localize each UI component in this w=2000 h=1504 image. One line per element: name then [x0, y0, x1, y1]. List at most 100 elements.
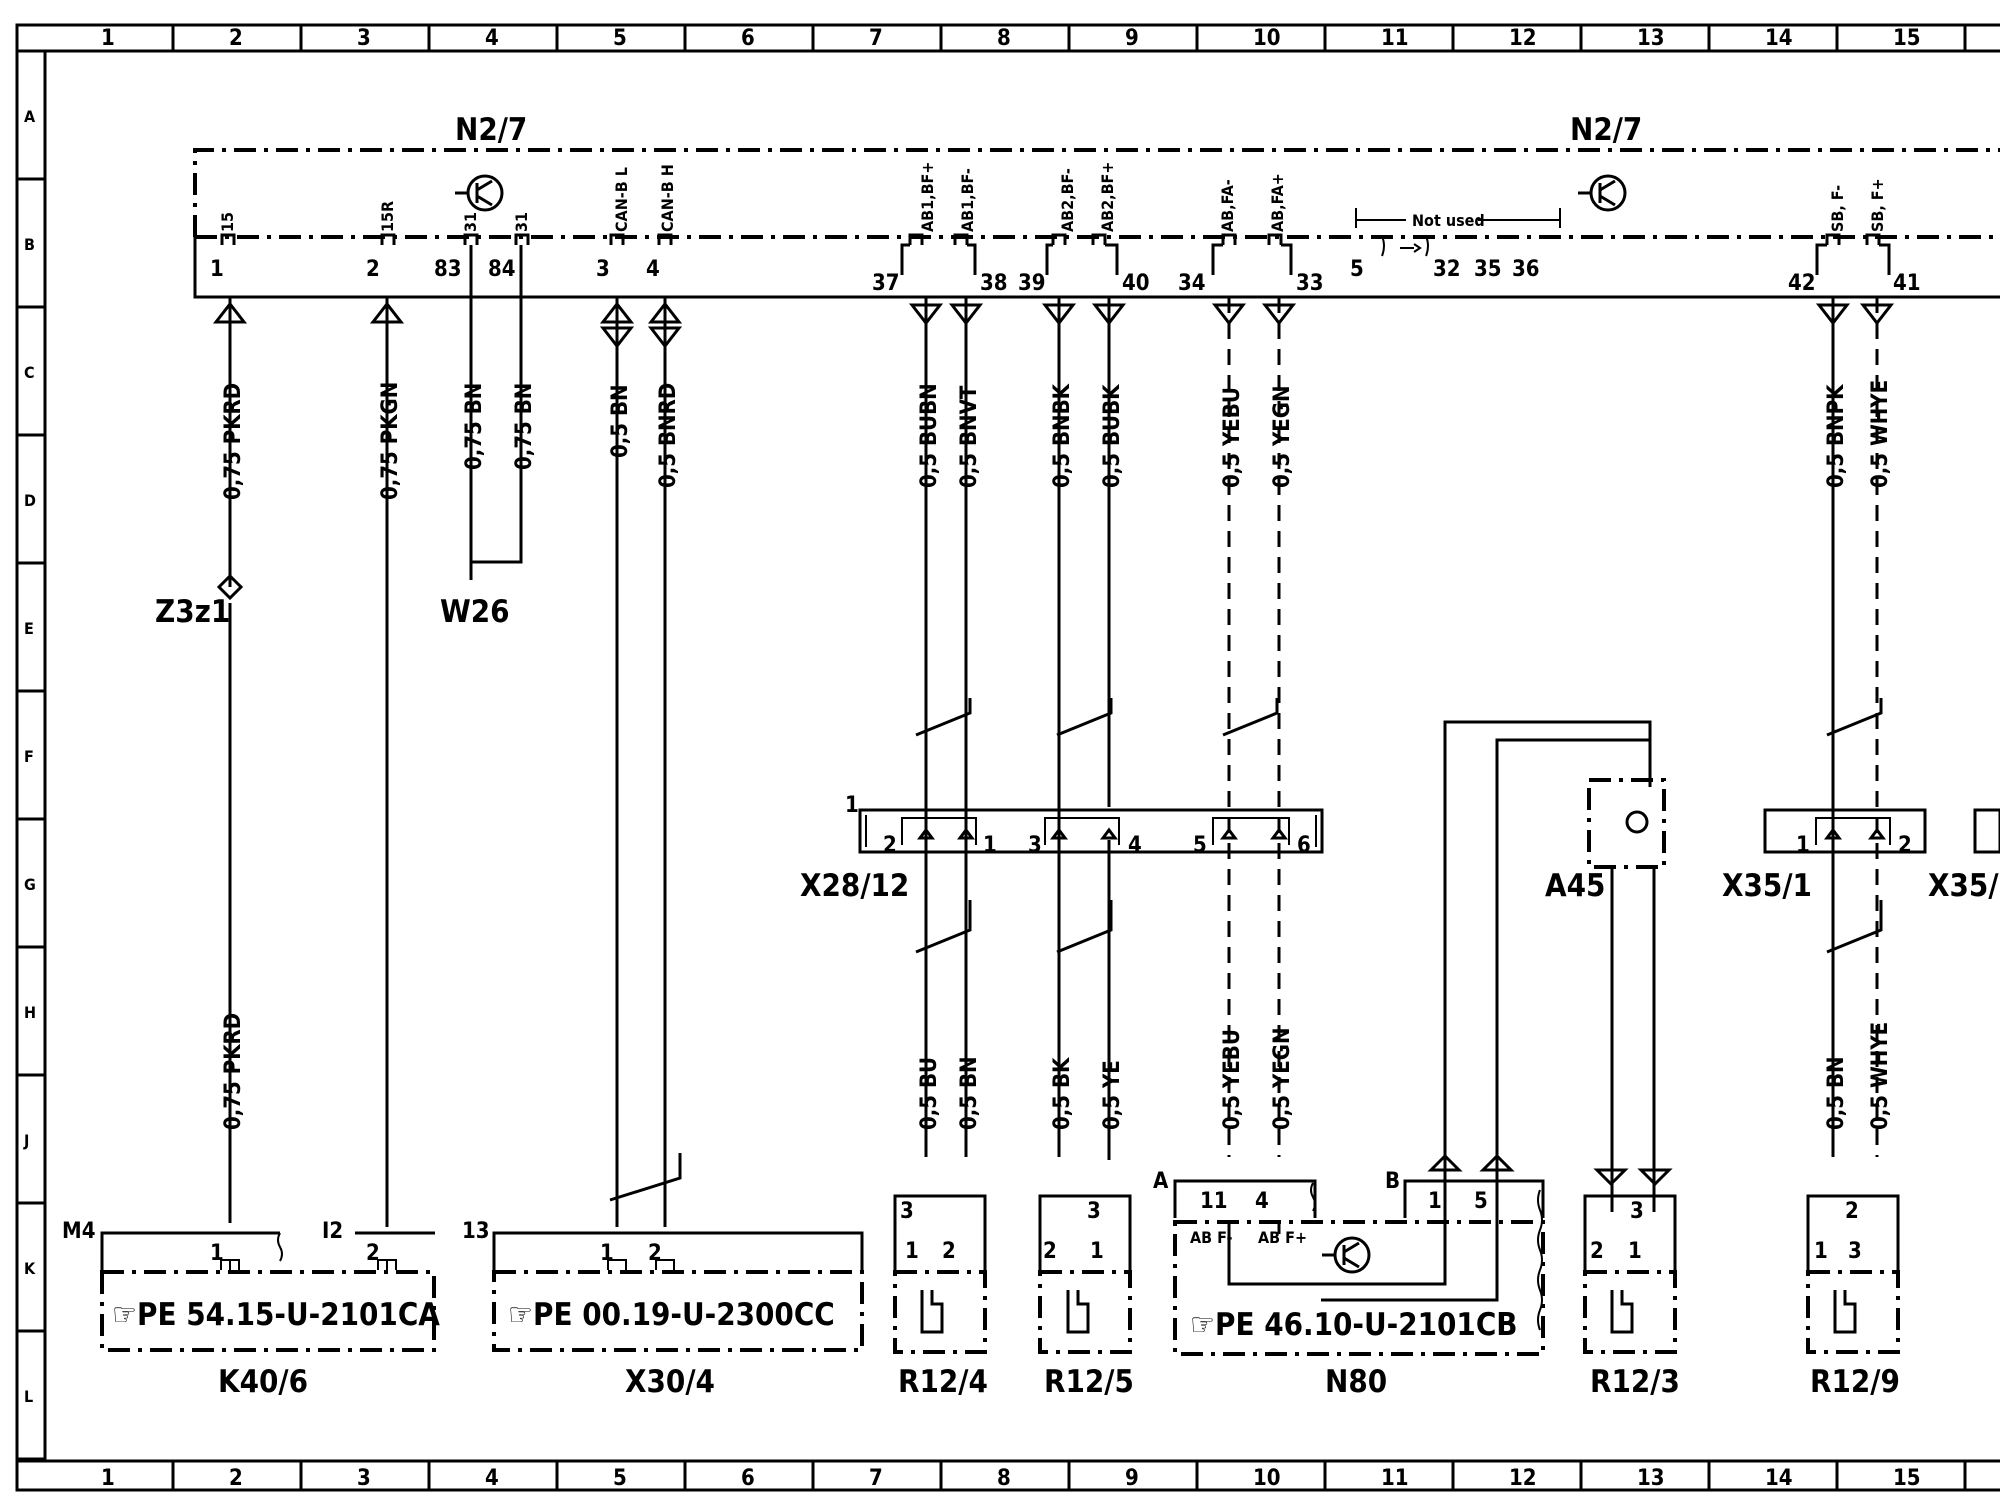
component-k40-6: K40/6 — [218, 1364, 308, 1400]
connector-pin: 1 — [845, 793, 859, 818]
component-x28-12: X28/12 — [800, 868, 909, 904]
splice-icon — [216, 573, 244, 601]
column-label: 9 — [1125, 1466, 1139, 1491]
pin-number: 41 — [1893, 271, 1921, 296]
column-label: 11 — [1381, 1466, 1409, 1491]
pin-number: 83 — [434, 257, 462, 282]
pin-number: 39 — [1018, 271, 1046, 296]
transistor-icon — [1322, 1236, 1371, 1274]
component-a45: A45 — [1545, 868, 1605, 904]
connector-pin: 4 — [1128, 833, 1142, 858]
component-r12-4-block: R12/4 3 1 2 — [893, 1194, 988, 1400]
connector-pin: 5 — [1474, 1189, 1488, 1214]
pin-number: 38 — [980, 271, 1008, 296]
pin-number: 42 — [1788, 271, 1816, 296]
pin-name-abfam: AB,FA- — [1218, 179, 1237, 232]
wire-label: 0,5 BNBK — [1050, 383, 1075, 488]
connector-pin: M4 — [62, 1219, 95, 1244]
connector-pin: 1 — [1628, 1239, 1642, 1264]
component-a45-block: A45 — [1443, 720, 1666, 1212]
connector-pin: 13 — [462, 1219, 490, 1244]
connector-pin: 4 — [1255, 1189, 1269, 1214]
connector-pin: 1 — [1428, 1189, 1442, 1214]
connector-pin: 2 — [1845, 1199, 1859, 1224]
component-z3z1: Z3z1 — [155, 594, 230, 630]
column-label: 2 — [229, 26, 243, 51]
column-label: 13 — [1637, 26, 1665, 51]
row-label: G — [24, 875, 36, 894]
component-r12-4: R12/4 — [898, 1364, 988, 1400]
connector-pin: A — [1153, 1169, 1169, 1194]
pin-name-can-h: CAN-B H — [658, 164, 677, 232]
wire-label: 0,5 BN — [957, 1056, 982, 1130]
wire-label: 0,5 BNVT — [957, 385, 982, 488]
column-label: 7 — [869, 1466, 883, 1491]
wire-label: 0,5 BNPK — [1824, 384, 1849, 488]
pin-name-abfap: AB,FA+ — [1268, 173, 1287, 232]
connector-x28-12: X28/12 1 2 1 3 4 5 6 — [800, 793, 1324, 904]
wire-label: 0,5 YE — [1100, 1060, 1125, 1130]
row-label: L — [24, 1387, 33, 1406]
column-label: 7 — [869, 26, 883, 51]
connector-pin: 11 — [1200, 1189, 1228, 1214]
row-label: A — [24, 107, 36, 126]
component-r12-9: R12/9 — [1810, 1364, 1900, 1400]
connector-pin: 2 — [648, 1241, 662, 1266]
connector-pin: 2 — [366, 1241, 380, 1266]
column-label: 6 — [741, 26, 755, 51]
row-label: H — [24, 1003, 36, 1022]
pin-number: 3 — [596, 257, 610, 282]
reference-k40-6: ☞PE 54.15-U-2101CA — [112, 1297, 440, 1333]
component-x35-2: X35/2 — [1928, 868, 2000, 904]
transistor-icon — [455, 174, 504, 212]
wire-label: 0,75 PKRD — [221, 383, 246, 500]
row-label: C — [24, 363, 35, 382]
column-label: 12 — [1509, 26, 1537, 51]
connector-pin: 3 — [900, 1199, 914, 1224]
connector-arrows — [212, 301, 1895, 349]
connector-pin: 1 — [600, 1241, 614, 1266]
connector-pin: B — [1385, 1169, 1400, 1194]
connector-x35-1: 1 2 X35/1 — [1722, 808, 1927, 904]
component-x30-4: X30/4 — [625, 1364, 715, 1400]
column-label: 4 — [485, 26, 499, 51]
pin-number: 35 — [1474, 257, 1502, 282]
pin-name-ab2bfm: AB2,BF- — [1058, 168, 1077, 232]
reference-n80: ☞PE 46.10-U-2101CB — [1190, 1307, 1518, 1343]
connector-pin: 2 — [942, 1239, 956, 1264]
column-label: 1 — [101, 26, 115, 51]
transistor-icon — [1578, 174, 1627, 212]
module-label-n27-left: N2/7 — [455, 112, 527, 148]
connector-pin: 1 — [905, 1239, 919, 1264]
component-k40-6-block: ☞PE 54.15-U-2101CA K40/6 M4 I2 1 2 — [62, 1219, 440, 1400]
column-label: 13 — [1637, 1466, 1665, 1491]
connector-pin: 3 — [1087, 1199, 1101, 1224]
wire-label: 0,5 BUBK — [1100, 384, 1125, 488]
wire-label: 0,5 YEGN — [1270, 1027, 1295, 1130]
connector-pin: 1 — [1796, 833, 1810, 858]
pin-number: 40 — [1122, 271, 1150, 296]
reference-x30-4: ☞PE 00.19-U-2300CC — [508, 1297, 835, 1333]
wire-label: 0,5 WHYE — [1868, 1022, 1893, 1130]
wire-label: 0,75 BN — [512, 383, 537, 470]
component-n80-block: AB F- AB F+ ☞PE 46.10-U-2101CB N80 A B 1… — [1153, 1153, 1673, 1400]
column-label: 15 — [1893, 1466, 1921, 1491]
pin-number: 33 — [1296, 271, 1324, 296]
pin-name-sbfp: SB, F+ — [1868, 178, 1887, 232]
component-r12-3-block: R12/3 2 1 3 — [1583, 1194, 1680, 1400]
inner-frame — [43, 49, 2000, 1463]
column-label: 8 — [997, 26, 1011, 51]
pin-name-ab1bfm: AB1,BF- — [958, 168, 977, 232]
pin-number: 84 — [488, 257, 516, 282]
wire-label: 0,5 BNRD — [656, 383, 681, 488]
pin-number: 5 — [1350, 257, 1364, 282]
pin-number: 2 — [366, 257, 380, 282]
connector-pin: 1 — [983, 833, 997, 858]
column-label: 5 — [613, 26, 627, 51]
wire-label: 0,5 YEBU — [1220, 1029, 1245, 1130]
wire-label: 0,5 YEBU — [1220, 387, 1245, 488]
column-label: 12 — [1509, 1466, 1537, 1491]
wire-label: 0,5 BU — [917, 1057, 942, 1130]
connector-pin-name: AB F+ — [1258, 1228, 1307, 1247]
